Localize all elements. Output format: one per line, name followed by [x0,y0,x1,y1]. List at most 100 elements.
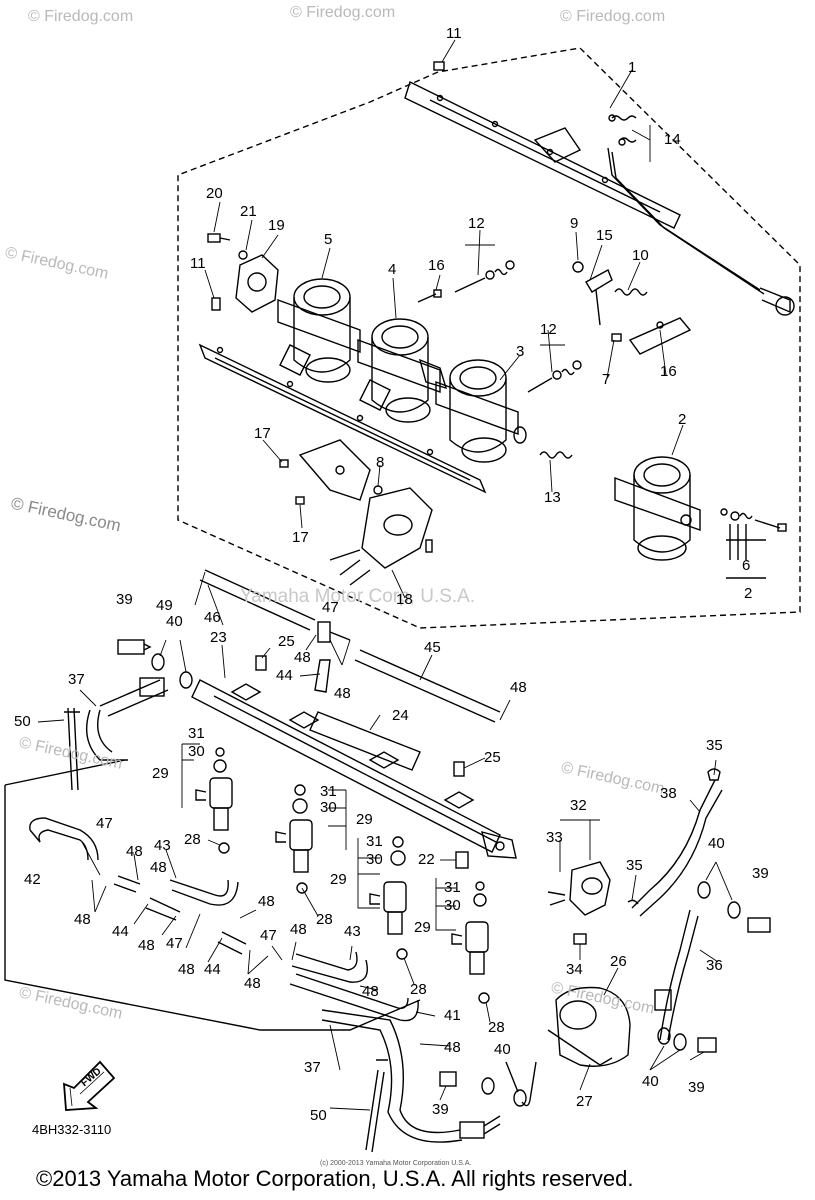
callout-31: 31 [444,879,461,896]
copyright-notice: ©2013 Yamaha Motor Corporation, U.S.A. A… [36,1166,634,1191]
callout-32: 32 [570,797,587,814]
callout-37: 37 [68,671,85,688]
callout-48: 48 [258,893,275,910]
throttle-rod [607,147,795,316]
hose-44a [314,659,331,693]
washer-40f [727,901,741,919]
spring-10 [614,288,648,296]
callout-1: 1 [628,59,637,76]
callout-50: 50 [310,1107,327,1124]
callout-46: 46 [204,609,221,626]
sensor-18 [329,487,433,586]
clip-35a [707,768,721,781]
callout-16: 16 [660,363,677,380]
cap-22 [455,851,469,869]
callout-26: 26 [610,953,627,970]
bracket-16b [628,317,692,355]
watermark-firedog: © Firedog.com [290,4,396,21]
pipe-45 [354,649,501,723]
joint-47a [317,621,331,643]
injector-29d [451,881,490,1004]
callout-14: 14 [664,131,681,148]
callout-19: 19 [268,217,285,234]
washer-40d [513,1089,527,1107]
bolt-39d [697,1037,717,1053]
callout-28: 28 [184,831,201,848]
callout-47: 47 [96,815,113,832]
callout-2: 2 [744,585,753,602]
screw-17a [279,459,289,468]
fuel-filter-26 [547,986,631,1067]
callout-4: 4 [388,261,397,278]
watermark-firedog: © Firedog.com [28,8,134,25]
assembly-boundary-lower [4,785,421,1031]
callout-49: 49 [156,597,173,614]
callout-35: 35 [626,857,643,874]
fuel-hose-37b [321,1009,501,1143]
cable-tie-50b [365,1059,388,1153]
callout-28: 28 [316,911,333,928]
callout-48: 48 [150,859,167,876]
bolt-25b [453,761,465,777]
callout-31: 31 [188,725,205,742]
callout-41: 41 [444,1007,461,1024]
watermark-firedog: © Firedog.com [560,8,666,25]
callout-29: 29 [414,919,431,936]
bolt-39b [439,1071,457,1087]
callout-30: 30 [320,799,337,816]
callout-34: 34 [566,961,583,978]
leader-lines-lower [37,571,733,1111]
callout-40: 40 [708,835,725,852]
bolt-34 [573,933,587,945]
leader-40-lower [505,1061,537,1107]
callout-17: 17 [292,529,309,546]
hose-44c [217,931,247,955]
hose-44b [145,897,181,921]
callout-39: 39 [432,1101,449,1118]
washer-9 [572,261,584,273]
callout-3: 3 [516,343,525,360]
callout-15: 15 [596,227,613,244]
callout-22: 22 [418,851,435,868]
callout-48: 48 [510,679,527,696]
callout-23: 23 [210,629,227,646]
callout-48: 48 [244,975,261,992]
callout-31: 31 [366,833,383,850]
washer-40g [657,1027,671,1045]
callout-30: 30 [366,851,383,868]
callout-11: 11 [190,255,206,272]
callout-33: 33 [546,829,563,846]
injector-29a [195,747,233,854]
callout-27: 27 [576,1093,593,1110]
lever-15 [585,269,613,326]
callout-48: 48 [362,983,379,1000]
callout-9: 9 [570,215,579,232]
callout-28: 28 [488,1019,505,1036]
spring-set-14 [608,114,637,146]
bolt-16a [417,289,442,303]
callout-44: 44 [112,923,129,940]
bolt-18-small [425,539,433,553]
hose-47c [113,875,141,893]
callout-37: 37 [304,1059,321,1076]
callout-43: 43 [344,923,361,940]
throttle-body-4 [357,318,448,423]
callout-13: 13 [544,489,561,506]
screw-set-6 [720,508,787,579]
callout-48: 48 [178,961,195,978]
throttle-body-2 [614,456,701,561]
screw-7 [611,333,622,342]
callout-48: 48 [290,921,307,938]
callout-40: 40 [494,1041,511,1058]
bracket-17 [298,439,371,501]
callout-8: 8 [376,454,385,471]
callout-7: 7 [602,371,611,388]
callout-11: 11 [446,25,462,42]
callout-30: 30 [188,743,205,760]
callout-35: 35 [706,737,723,754]
cable-tie-50a [64,707,80,791]
callout-44: 44 [276,667,293,684]
washer-40e [697,881,711,899]
callout-40: 40 [166,613,183,630]
part-code: 4BH332-3110 [32,1122,112,1137]
